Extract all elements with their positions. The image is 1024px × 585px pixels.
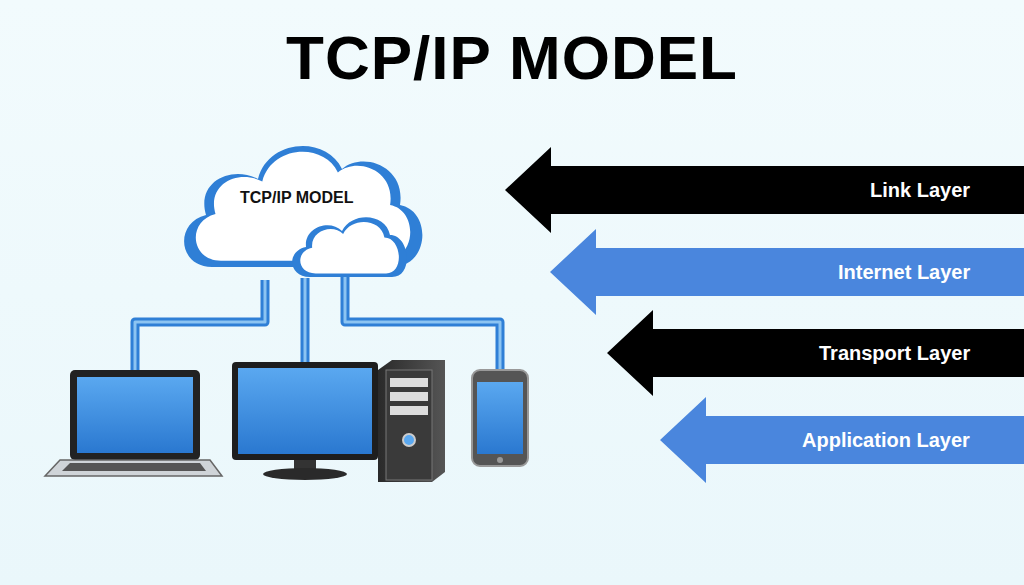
layer-arrow: Application Layer [660, 397, 1024, 483]
layer-arrow: Link Layer [505, 147, 1024, 233]
cloud-label: TCP/IP MODEL [240, 189, 354, 207]
layer-label: Internet Layer [838, 261, 970, 284]
smartphone [472, 370, 528, 466]
layer-arrow: Internet Layer [550, 229, 1024, 315]
tower-computer [378, 360, 445, 482]
laptop [45, 370, 222, 476]
layer-arrow: Transport Layer [607, 310, 1024, 396]
desktop-monitor [232, 362, 378, 480]
cloud-shape: TCP/IP MODEL [170, 125, 432, 290]
cloud-outline [170, 125, 432, 290]
connection-pipes [135, 272, 500, 372]
diagram-title: TCP/IP MODEL [0, 22, 1024, 93]
layer-label: Link Layer [870, 179, 970, 202]
layer-label: Application Layer [802, 429, 970, 452]
layer-label: Transport Layer [819, 342, 970, 365]
